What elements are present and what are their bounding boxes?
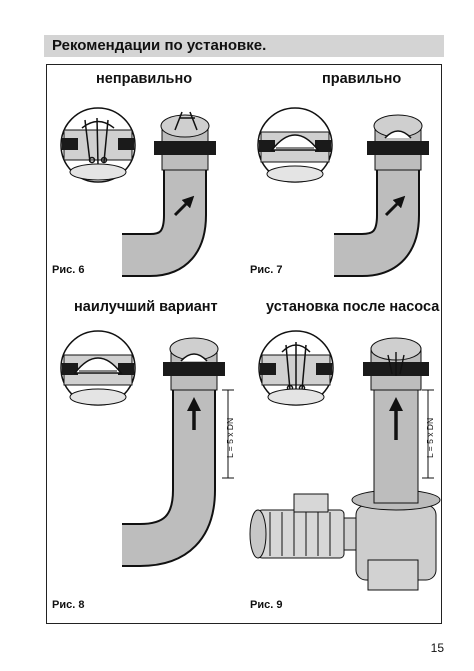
figure-6-check-valve-top xyxy=(174,111,198,131)
figure-8-title: наилучший вариант xyxy=(74,299,218,315)
figure-6-caption: Рис. 6 xyxy=(52,264,85,276)
figure-9-title: установка после насоса xyxy=(266,299,440,315)
figure-9-caption: Рис. 9 xyxy=(250,599,283,611)
page-number: 15 xyxy=(430,641,444,655)
figure-6-title: неправильно xyxy=(96,71,193,87)
section-header: Рекомендации по установке. xyxy=(44,35,444,57)
figure-7-drawing xyxy=(257,107,429,277)
section-title: Рекомендации по установке. xyxy=(52,37,267,54)
figure-7-valve-disc xyxy=(270,134,320,151)
figure-8-caption: Рис. 8 xyxy=(52,599,85,611)
figure-9-drawing: L = 5 x DN xyxy=(249,330,441,591)
figure-9-valve-flap xyxy=(281,342,311,392)
figure-9-dimension-label: L = 5 x DN xyxy=(425,418,435,458)
figure-7-caption: Рис. 7 xyxy=(250,264,283,276)
figure-6-valve-flap xyxy=(81,117,115,166)
figure-7-title: правильно xyxy=(322,71,402,87)
figure-8-dimension-label: L = 5 x DN xyxy=(225,418,235,458)
figure-6-drawing xyxy=(60,107,216,277)
figure-8-valve-disc xyxy=(73,357,123,374)
figure-9-pump-motor xyxy=(249,493,359,559)
figure-6-flow-arrow xyxy=(173,195,195,217)
figure-9-pump-housing xyxy=(351,489,441,591)
figure-7-flow-arrow xyxy=(384,195,406,217)
figures-frame xyxy=(46,64,442,624)
figure-8-drawing: L = 5 x DN xyxy=(60,330,235,567)
